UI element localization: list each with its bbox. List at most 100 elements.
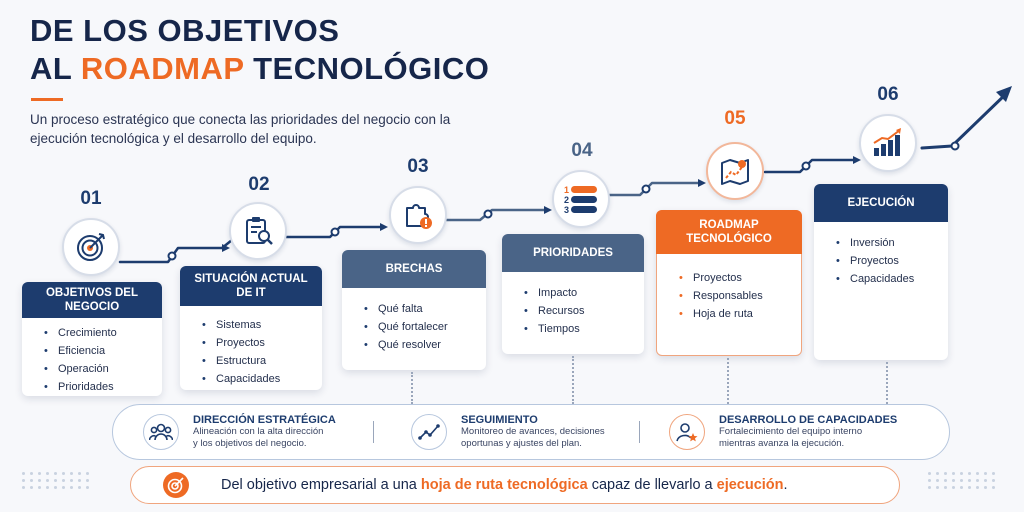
list-item: Capacidades (200, 370, 280, 388)
step-number-03: 03 (407, 156, 429, 177)
title-prefix: AL (30, 51, 81, 86)
step-card-06: EJECUCIÓN Inversión Proyectos Capacidade… (814, 184, 948, 360)
decorative-dots-right (928, 472, 996, 489)
step-title-06: EJECUCIÓN (814, 184, 948, 222)
title-line-2: AL ROADMAP TECNOLÓGICO (30, 50, 489, 88)
pillar-icon-wrapper-2 (411, 414, 447, 450)
step-icon-wrapper-02 (229, 202, 287, 260)
list-item: Crecimiento (42, 324, 117, 342)
step-number-06: 06 (877, 84, 899, 105)
pillar-desc-line2: y los objetivos del negocio. (193, 438, 307, 449)
step-card-04: PRIORIDADES Impacto Recursos Tiempos (502, 234, 644, 354)
step-title-05: ROADMAP TECNOLÓGICO (656, 210, 802, 254)
list-item: Responsables (677, 287, 763, 305)
footer-highlight-1: hoja de ruta tecnológica (420, 477, 588, 493)
footer-suffix: . (783, 477, 788, 493)
list-item: Estructura (200, 352, 280, 370)
footer-highlight-2: ejecución (716, 477, 784, 493)
target-icon (77, 233, 105, 261)
team-icon (149, 423, 173, 441)
pillar-icon-wrapper-1 (143, 414, 179, 450)
step-icon-wrapper-05 (706, 142, 764, 200)
step-icon-wrapper-04: 1 2 3 (552, 170, 610, 228)
pillars-bar: DIRECCIÓN ESTRATÉGICA Alineación con la … (112, 404, 950, 460)
pillar-desc-line2: oportunas y ajustes del plan. (461, 438, 582, 449)
pillar-desc-line1: Alineación con la alta dirección (193, 426, 324, 437)
list-item: Impacto (522, 284, 584, 302)
pillar-desc-line1: Fortalecimiento del equipo interno (719, 426, 863, 437)
footer-banner: Del objetivo empresarial a una hoja de r… (130, 466, 900, 504)
subtitle: Un proceso estratégico que conecta las p… (30, 112, 451, 146)
dotted-connector (572, 356, 574, 404)
title-highlight: ROADMAP (80, 51, 244, 86)
dotted-connector (411, 372, 413, 404)
page-title: DE LOS OBJETIVOS AL ROADMAP TECNOLÓGICO (30, 12, 489, 88)
step-list-06: Inversión Proyectos Capacidades (834, 234, 914, 288)
map-route-icon (721, 159, 749, 185)
list-item: Hoja de ruta (677, 305, 763, 323)
step-list-04: Impacto Recursos Tiempos (522, 284, 584, 338)
step-card-02: SITUACIÓN ACTUAL DE IT Sistemas Proyecto… (180, 266, 322, 390)
step-list-05: Proyectos Responsables Hoja de ruta (677, 269, 763, 323)
list-item: Proyectos (200, 334, 280, 352)
step-title-03: BRECHAS (342, 250, 486, 288)
line-trend-icon (418, 424, 440, 440)
step-list-02: Sistemas Proyectos Estructura Capacidade… (200, 316, 280, 388)
step-title-02: SITUACIÓN ACTUAL DE IT (180, 266, 322, 306)
list-item: Qué fortalecer (362, 318, 448, 336)
puzzle-alert-icon (406, 204, 432, 229)
list-item: Operación (42, 360, 117, 378)
step-list-03: Qué falta Qué fortalecer Qué resolver (362, 300, 448, 354)
step-title-04: PRIORIDADES (502, 234, 644, 272)
arrow-head (996, 86, 1012, 102)
step-card-05: ROADMAP TECNOLÓGICO Proyectos Responsabl… (656, 210, 802, 356)
priority-list-icon: 1 2 3 (564, 185, 597, 215)
list-item: Recursos (522, 302, 584, 320)
svg-text:3: 3 (564, 205, 569, 215)
list-item: Inversión (834, 234, 914, 252)
step-icon-wrapper-03 (389, 186, 447, 244)
pillar-desc-line2: mientras avanza la ejecución. (719, 438, 845, 449)
list-item: Tiempos (522, 320, 584, 338)
svg-text:2: 2 (564, 195, 569, 205)
clipboard-search-icon (246, 217, 273, 245)
footer-middle: capaz de llevarlo a (587, 477, 717, 493)
title-underline (31, 98, 63, 101)
step-number-05: 05 (724, 108, 746, 129)
pillar-1: DIRECCIÓN ESTRATÉGICA Alineación con la … (193, 414, 336, 450)
list-item: Prioridades (42, 378, 117, 396)
title-suffix: TECNOLÓGICO (244, 51, 490, 86)
pillar-icon-wrapper-3 (669, 414, 705, 450)
pillar-desc-line1: Monitoreo de avances, decisiones (461, 426, 605, 437)
list-item: Eficiencia (42, 342, 117, 360)
step-icon-wrapper-06 (859, 114, 917, 172)
list-item: Proyectos (834, 252, 914, 270)
pillar-title: SEGUIMIENTO (461, 414, 538, 426)
divider (373, 421, 374, 443)
list-item: Qué falta (362, 300, 448, 318)
target-icon (167, 477, 184, 494)
step-list-01: Crecimiento Eficiencia Operación Priorid… (42, 324, 117, 396)
decorative-dots-left (22, 472, 90, 489)
dotted-connector (727, 358, 729, 404)
list-item: Proyectos (677, 269, 763, 287)
pillar-title: DESARROLLO DE CAPACIDADES (719, 414, 898, 426)
step-number-01: 01 (80, 188, 102, 209)
step-number-04: 04 (571, 140, 593, 161)
step-title-01: OBJETIVOS DEL NEGOCIO (22, 282, 162, 318)
pillar-title: DIRECCIÓN ESTRATÉGICA (193, 414, 336, 426)
list-item: Qué resolver (362, 336, 448, 354)
list-item: Capacidades (834, 270, 914, 288)
footer-icon-wrapper (163, 472, 189, 498)
user-star-icon (676, 423, 698, 442)
growth-chart-icon (873, 128, 901, 156)
footer-prefix: Del objetivo empresarial a una (221, 477, 421, 493)
footer-text: Del objetivo empresarial a una hoja de r… (221, 477, 788, 493)
svg-text:1: 1 (564, 185, 569, 195)
dotted-connector (886, 362, 888, 404)
step-number-02: 02 (248, 174, 270, 195)
step-card-01: OBJETIVOS DEL NEGOCIO Crecimiento Eficie… (22, 282, 162, 396)
step-card-03: BRECHAS Qué falta Qué fortalecer Qué res… (342, 250, 486, 370)
stair-line (118, 238, 250, 264)
pillar-2: SEGUIMIENTO Monitoreo de avances, decisi… (461, 414, 605, 450)
